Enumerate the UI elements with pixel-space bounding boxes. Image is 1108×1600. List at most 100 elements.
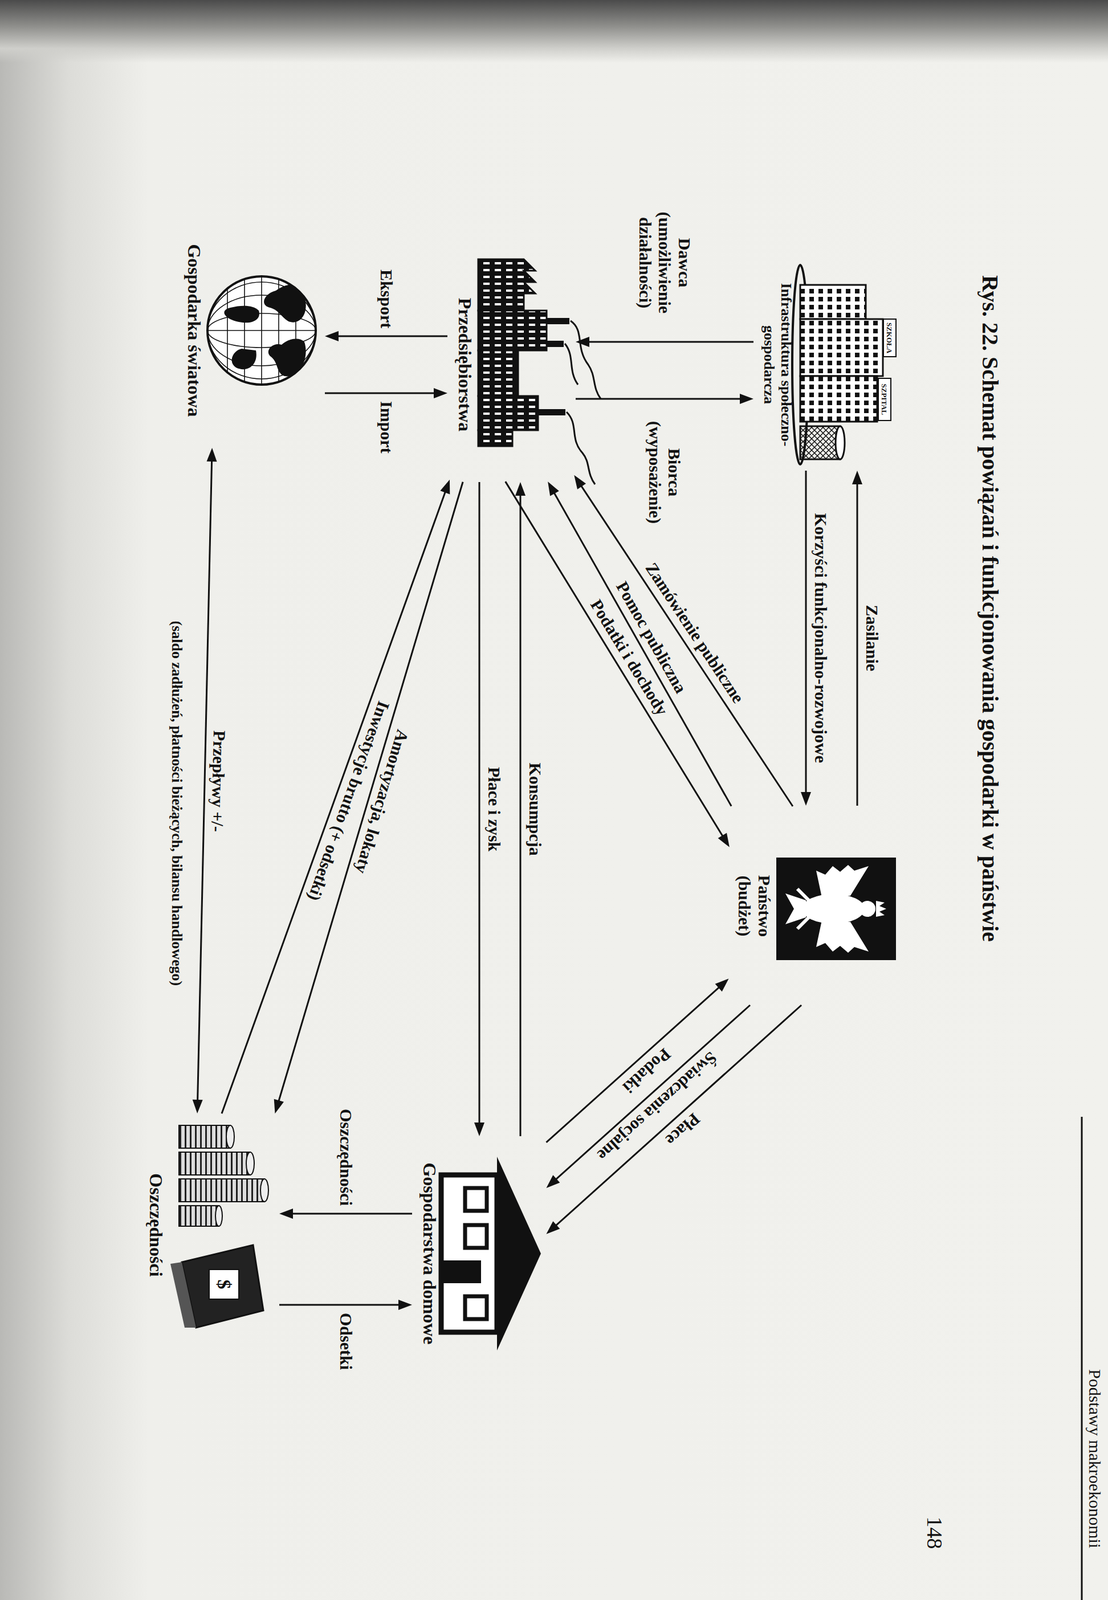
coin-stack [178,1125,231,1149]
page-number: 148 [921,1517,947,1550]
diagram-title: Rys. 22. Schemat powiązań i funkcjonowan… [976,275,1004,943]
flow-arrow [852,470,863,806]
flow-arrow [324,388,448,399]
node-box: Gospodarstwa domowe [415,1139,544,1368]
flow-line [585,341,754,344]
building [800,284,866,320]
node-label: Gospodarstwa domowe [418,1139,441,1368]
coin-stack [178,1206,219,1227]
eagle-crown [876,901,887,918]
factory-block [478,396,539,431]
flow-label: Płace [661,1109,704,1151]
flow-arrow [221,479,450,1115]
flow-arrow [474,482,485,1137]
house-window [465,1296,487,1320]
sign-text: $ [214,1280,234,1290]
header-rule [1081,1117,1083,1600]
continents [223,284,306,377]
arrow-head [515,482,526,496]
flow-label: Import [376,401,397,454]
flow-label: Przepływy +/- [207,730,230,833]
node-label: Gospodarka światowa [183,216,205,445]
chimney [546,318,570,325]
flow-label: Konsumpcja [525,763,546,857]
flow-line [478,482,481,1127]
flow-arrow [800,470,812,806]
flow-line [324,392,438,395]
coin-top [226,1125,235,1149]
arrow-head [852,470,863,485]
arrow-head [398,1300,413,1311]
arrow-head [718,833,730,848]
flow-arrow [274,482,463,1114]
flow-line [856,481,859,806]
arrow-head [573,475,586,490]
flow-arrow [575,336,754,348]
coin-stack [178,1179,265,1203]
arrow-head [324,331,339,342]
flow-arrow [573,475,793,807]
flow-label: Biorca (wyposażenie) [645,406,685,539]
flow-label: Zasilanie [862,605,883,672]
flow-label: Płace i zysk [484,767,505,852]
savings-icon [170,1125,269,1329]
flow-label: Odsetki [336,1313,357,1371]
smoke [564,343,578,385]
globe-grid [207,273,316,388]
house-wall [441,1175,498,1333]
node-label: Oszczędności [145,1117,167,1334]
coin-top [246,1152,255,1176]
arrow-head [279,1208,293,1220]
dollar-plate [209,1269,239,1300]
arrow-head [546,1221,560,1235]
chimney [546,340,564,348]
eagle-tail [785,893,806,925]
flow-line [278,482,463,1105]
eagle-emblem [776,857,896,961]
cash-box [181,1245,264,1329]
arrow-head [192,1100,203,1114]
flow-arrow [515,482,526,1137]
flow-line [279,1304,402,1307]
cash-box-side [170,1262,197,1329]
flow-line [519,492,522,1137]
flow-label: Korzyści funkcjonalno-rozwojowe [811,513,831,764]
house-window [465,1225,487,1249]
flow-arrow [575,393,754,405]
house-door [441,1260,482,1284]
flow-arrow [546,1005,751,1189]
flow-label: Eksport [376,269,397,329]
coin-stack [178,1152,251,1176]
coin-top [215,1206,223,1227]
node-label: Państwo (budżet) [734,849,775,964]
flow-line [335,335,448,338]
arrow-head [474,1122,485,1137]
chimney [538,409,566,416]
node-box: Oszczędności [141,1117,276,1334]
tower-top [835,426,845,460]
house-icon [441,1157,541,1351]
globe-icon [207,273,316,388]
lattice-tower [800,426,841,460]
hospital-building [800,376,878,422]
eagle-wing [816,920,869,953]
house-window [465,1188,487,1212]
flow-line [579,483,793,807]
arrow-head [206,447,218,462]
flow-arrow [324,331,448,342]
eagle-body [801,894,865,924]
node-box: Przedsiębiorstwa [450,250,573,479]
eagle-legs [797,889,809,930]
arrow-head [739,393,754,405]
smoke [566,412,596,485]
eagle-wing [816,865,869,898]
node-label: Przedsiębiorstwa [454,250,476,479]
factory-block [478,350,519,397]
node-box: Państwo (budżet) [731,809,903,1004]
flow-line [575,398,744,401]
sign-text: SZKOŁA [886,322,894,354]
flow-label: Dawca (umożliwienie działalności) [635,191,695,334]
sign-board [883,319,896,357]
